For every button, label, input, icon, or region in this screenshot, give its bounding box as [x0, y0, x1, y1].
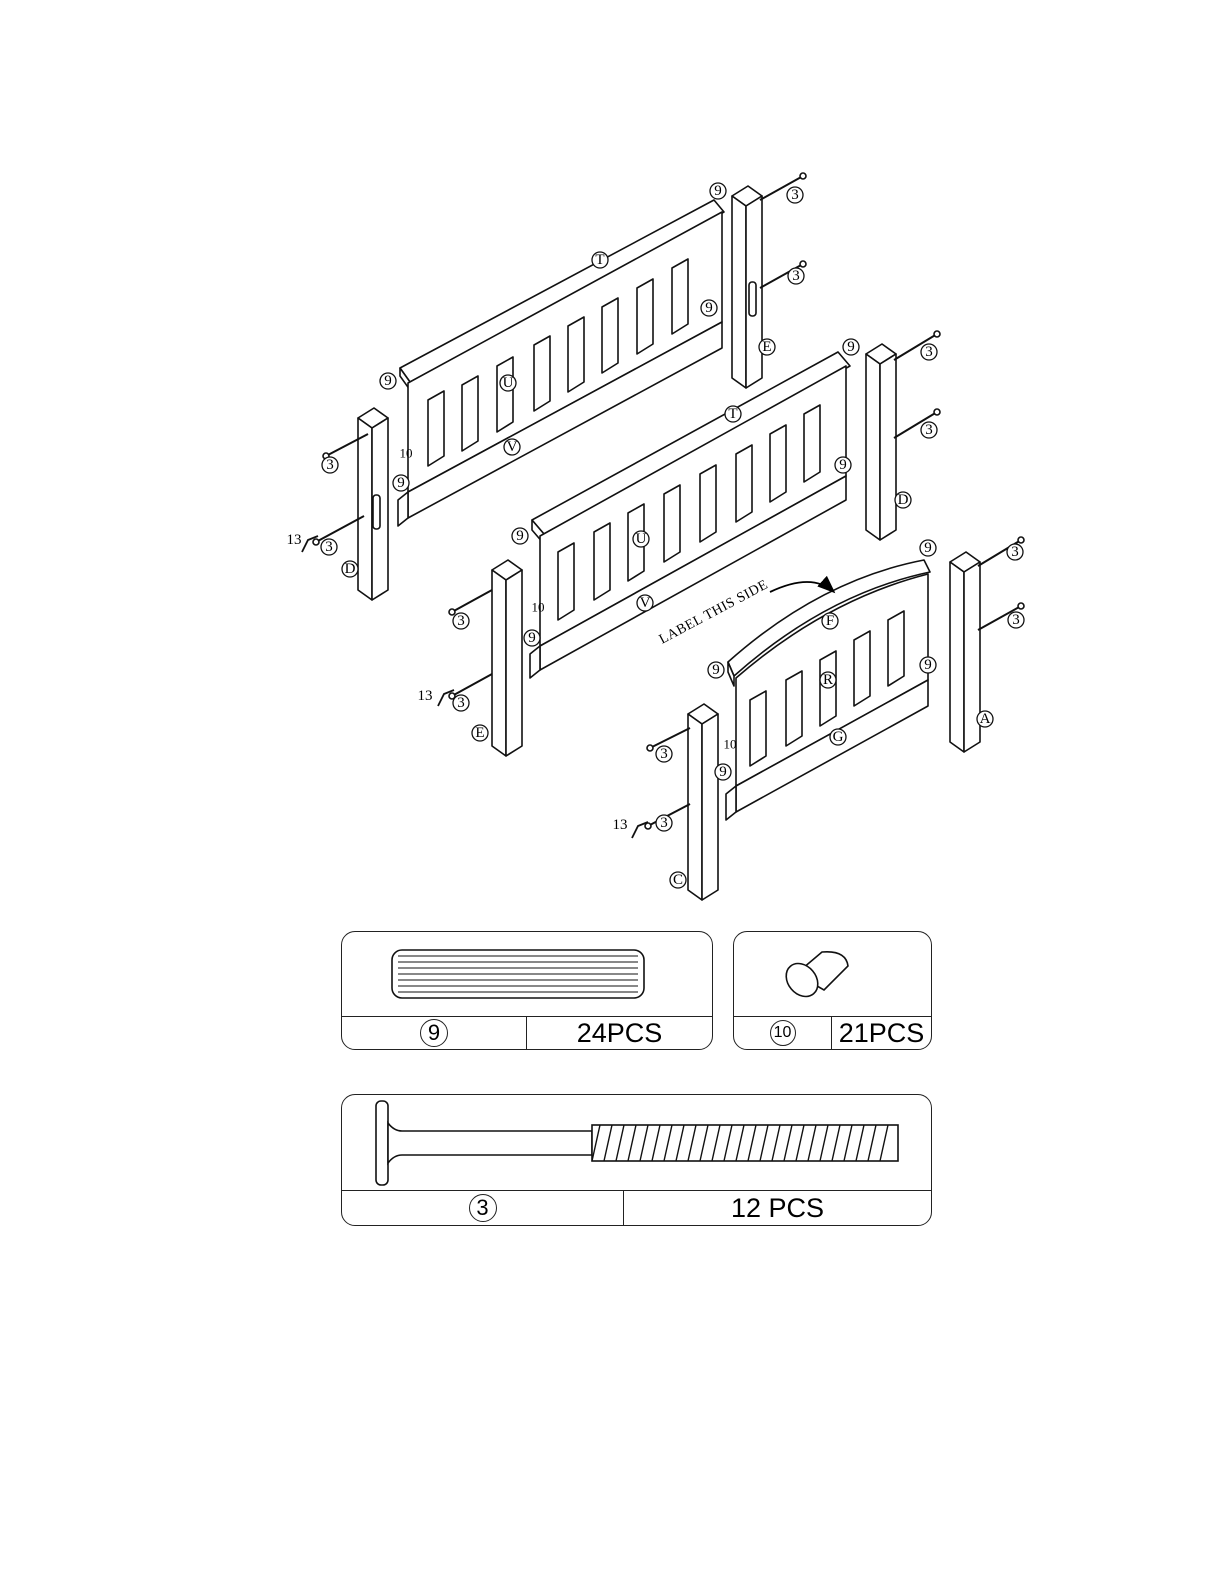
dowel-callout: 9 — [714, 183, 722, 199]
part-label-d: D — [898, 492, 909, 508]
dowel-callout: 9 — [712, 662, 720, 678]
dowel-callout: 9 — [397, 475, 405, 491]
dowel-callout: 9 — [924, 540, 932, 556]
part-label-v: V — [507, 439, 518, 455]
allen-key-callout: 13 — [613, 817, 628, 833]
bolt-callout: 3 — [660, 746, 668, 762]
dowel-callout: 9 — [384, 373, 392, 389]
bolt-callout: 3 — [1011, 544, 1019, 560]
part-label-t: T — [595, 252, 604, 268]
bolt-callout: 3 — [660, 815, 668, 831]
barrel-nut-icon — [734, 932, 931, 1016]
barrel-nut-part-number-cell: 10 — [734, 1017, 831, 1049]
part-label-t: T — [728, 406, 737, 422]
dowel-callout: 9 — [516, 528, 524, 544]
part-label-e: E — [762, 339, 771, 355]
bolt-callout: 3 — [457, 695, 465, 711]
dowel-quantity: 24PCS — [526, 1017, 712, 1049]
dowel-part-number: 9 — [420, 1019, 448, 1047]
bolt-callout: 3 — [925, 422, 933, 438]
part-label-d: D — [345, 561, 356, 577]
bolt-part-number: 3 — [469, 1194, 497, 1222]
barrel-nut-callout: 10 — [400, 446, 413, 461]
dowel-callout: 9 — [924, 657, 932, 673]
bolt-callout: 3 — [457, 613, 465, 629]
dowel-callout: 9 — [839, 457, 847, 473]
part-label-v: V — [640, 595, 651, 611]
part-label-a: A — [980, 711, 991, 727]
bolt-callout: 3 — [792, 268, 800, 284]
allen-key-callout: 13 — [418, 688, 433, 704]
part-label-c: C — [673, 872, 683, 888]
barrel-nut-callout: 10 — [532, 600, 545, 615]
bolt-callout: 3 — [325, 539, 333, 555]
bolt-callout: 3 — [925, 344, 933, 360]
bolt-callout: 3 — [326, 457, 334, 473]
dowel-callout: 9 — [705, 300, 713, 316]
dowel-callout: 9 — [719, 764, 727, 780]
dowel-part-number-cell: 9 — [342, 1017, 526, 1049]
bolt-callout: 3 — [1012, 612, 1020, 628]
part-label-e: E — [475, 725, 484, 741]
bolt-quantity: 12 PCS — [623, 1191, 931, 1225]
bolt-callout: 3 — [791, 187, 799, 203]
bolt-part-number-cell: 3 — [342, 1191, 623, 1225]
part-label-r: R — [823, 672, 833, 688]
part-label-f: F — [826, 613, 834, 629]
wooden-dowel-icon — [342, 932, 712, 1016]
allen-key-callout: 13 — [287, 532, 302, 548]
part-label-g: G — [833, 729, 844, 745]
part-label-u: U — [636, 531, 647, 547]
hardware-box-bolt: 3 12 PCS — [341, 1094, 932, 1226]
label-side-arrow — [770, 582, 834, 592]
bolt-icon — [342, 1095, 931, 1191]
hardware-box-barrel-nut: 10 21PCS — [733, 931, 932, 1050]
barrel-nut-callout: 10 — [724, 737, 737, 752]
barrel-nut-quantity: 21PCS — [831, 1017, 931, 1049]
part-label-u: U — [503, 375, 514, 391]
barrel-nut-part-number: 10 — [770, 1020, 796, 1046]
hardware-box-dowel: 9 24PCS — [341, 931, 713, 1050]
dowel-callout: 9 — [847, 339, 855, 355]
dowel-callout: 9 — [528, 630, 536, 646]
